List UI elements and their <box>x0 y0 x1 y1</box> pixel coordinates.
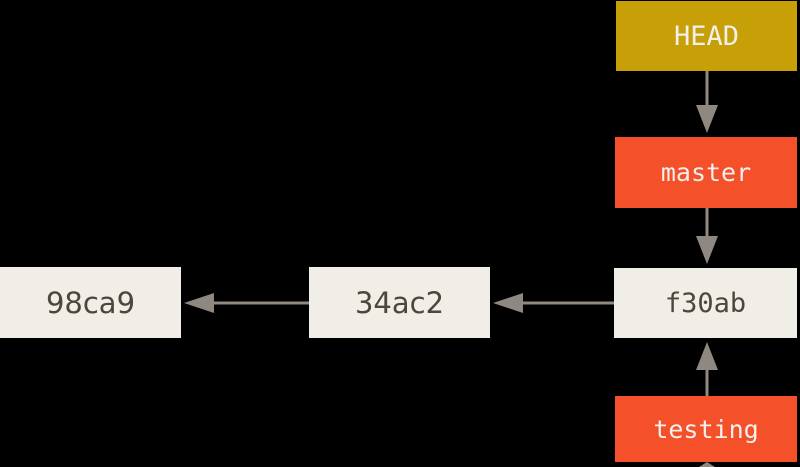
testing-branch-label: testing <box>653 414 759 444</box>
commit-label-f30ab: f30ab <box>664 287 747 319</box>
master-branch-label: master <box>660 158 752 187</box>
testing-branch-node: testing <box>615 396 797 462</box>
commit-label-34ac2: 34ac2 <box>354 285 445 320</box>
edge-testing-to-f30ab <box>696 342 718 396</box>
edge-34ac2-to-98ca9 <box>184 293 309 313</box>
head-pointer-node: HEAD <box>616 1 797 71</box>
edge-f30ab-to-34ac2 <box>493 293 614 313</box>
commit-label-98ca9: 98ca9 <box>45 285 136 320</box>
head-pointer-label: HEAD <box>673 20 740 52</box>
edge-stub-below-testing <box>699 462 715 467</box>
commit-node-f30ab: f30ab <box>614 268 797 338</box>
master-branch-node: master <box>615 137 797 208</box>
edge-master-to-f30ab <box>696 208 718 264</box>
commit-node-98ca9: 98ca9 <box>0 267 181 338</box>
edge-head-to-master <box>696 71 718 133</box>
commit-node-34ac2: 34ac2 <box>309 267 490 338</box>
